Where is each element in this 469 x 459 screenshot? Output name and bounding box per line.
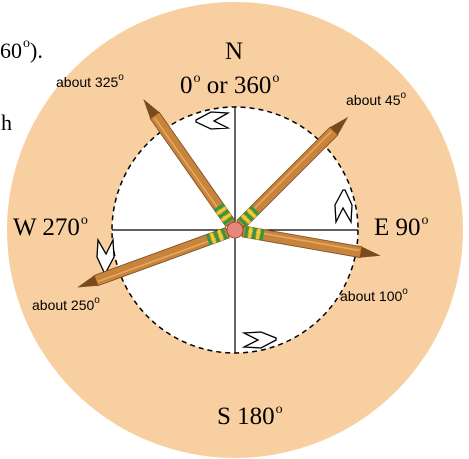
north-360-degree: o — [272, 71, 280, 86]
pencil-label-45: about 45o — [346, 90, 407, 108]
pencil-100 — [241, 225, 381, 259]
east-label: E 90o — [374, 213, 429, 241]
north-bearing-label: 0o or 360o — [180, 71, 280, 99]
text-fragment-left: h — [1, 112, 12, 134]
fragment-suffix: ). — [30, 38, 43, 63]
chevron-east-icon — [195, 111, 231, 130]
north-zero-degree: o — [193, 71, 201, 86]
north-zero: 0 — [180, 72, 193, 99]
fragment-h: h — [1, 110, 12, 135]
pencil-45 — [236, 116, 349, 229]
pencil-label-250: about 250o — [32, 295, 100, 313]
north-or-360: or 360 — [206, 72, 272, 99]
fragment-degree: o — [23, 36, 30, 51]
pencil-label-325: about 325o — [56, 72, 124, 90]
pencil-label-100: about 100o — [340, 286, 408, 304]
pencil-250 — [77, 227, 230, 288]
south-label: S 180o — [217, 402, 283, 430]
west-label: W 270o — [13, 213, 88, 241]
north-letter: N — [225, 38, 244, 65]
chevron-south-icon — [334, 189, 353, 225]
chevron-north-icon — [96, 237, 115, 273]
fragment-number: 60 — [0, 38, 22, 63]
pencil-hub — [226, 221, 244, 239]
text-fragment-top-left: 60o). — [0, 37, 43, 63]
chevron-west-icon — [241, 331, 277, 349]
